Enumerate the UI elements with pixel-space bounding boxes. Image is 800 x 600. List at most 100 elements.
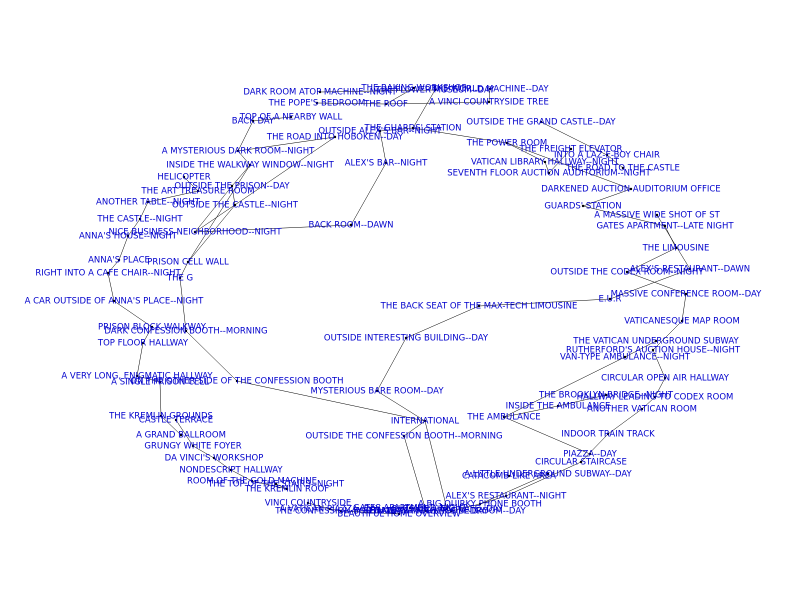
graph-edge [403,420,426,437]
node-label: THE ROAD INTO HOBOKEN--DAY [266,133,404,143]
node-label: NONDESCRIPT HALLWAY [179,466,283,476]
graph-edge [159,381,162,417]
graph-node [117,258,121,262]
graph-edge [385,87,415,105]
graph-node [487,100,491,104]
graph-node [193,230,197,234]
node-label: CATACOMB-LIKE AREA [462,472,556,482]
node-label: THE ROAD TO THE CASTLE [565,164,680,174]
graph-edge [624,340,657,358]
graph-node [285,487,289,491]
node-label: ANOTHER TABLE--NIGHT [96,198,201,208]
graph-edge [139,201,149,220]
edge-layer [107,87,691,515]
graph-edge [147,190,199,203]
graph-edge [506,142,632,190]
graph-node [445,507,449,511]
graph-edge [580,433,609,463]
graph-node [478,502,482,506]
graph-node [235,379,239,383]
graph-edge [479,495,507,505]
node-label: MYSTERIOUS BARE ROOM--DAY [310,387,444,397]
graph-node [397,512,401,516]
graph-node [274,482,278,486]
node-label: GATES APARTMENT--NIGHT [353,504,468,514]
node-label: INTO A LAZ-E-BOY CHAIR [554,151,660,161]
node-label: ANNA'S PLACE [88,256,150,266]
graph-node [106,271,110,275]
graph-node [158,380,162,384]
node-label: THE TOP OF THE STAIRS--NIGHT [207,480,345,490]
graph-node [423,419,427,423]
node-label: THE AMBULANCE [466,413,540,423]
graph-node [384,161,388,165]
node-label: OUTSIDE A BIG CAFE--DAY [391,505,503,515]
graph-edge [236,380,426,422]
graph-edge [179,277,187,332]
graph-edge [185,330,238,382]
graph-edge [412,127,508,144]
graph-node [654,339,658,343]
node-label: THE CASTLE--NIGHT [96,215,183,225]
graph-node [236,149,240,153]
graph-node [404,336,408,340]
graph-node [623,355,627,359]
node-label: DARK CONFESSION BOOTH--MORNING [104,327,267,337]
graph-node [248,163,252,167]
graph-node [333,135,337,139]
graph-node [402,434,406,438]
node-label: VAN-TYPE AMBULANCE--NIGHT [560,353,691,363]
node-label: THE KREMLIN ROOF [244,485,329,495]
node-label: RUTHERFORD'S AUCTION HOUSE--NIGHT [566,346,741,356]
node-label: INSIDE THE WALKWAY WINDOW--NIGHT [166,161,334,171]
graph-edge [118,235,129,261]
graph-edge [479,473,549,505]
node-label: THE POWER ROOM [466,139,547,149]
node-label: RIGHT INTO A CAFE CHAIR--NIGHT [35,269,181,279]
graph-edge [379,127,414,132]
node-label: OUTSIDE THE CODEX ROOM--NIGHT [550,268,704,278]
graph-node [126,234,130,238]
graph-edge [607,408,643,435]
node-label: THE BROOKLYN BRIDGE--NIGHT [538,391,674,401]
graph-node [640,407,644,411]
graph-node [477,304,481,308]
graph-node [653,395,657,399]
node-label: THE ROOF [363,100,408,110]
graph-node [581,204,585,208]
node-label: THE KREMLIN GROUNDS [108,412,213,422]
graph-edge [187,204,236,263]
node-label: VINCI COUNTRYSIDE [265,499,352,509]
graph-node [230,184,234,188]
graph-edge [107,272,115,302]
graph-edge [385,101,490,105]
node-label: OUTSIDE INTERESTING BUILDING--DAY [324,334,489,344]
graph-edge [641,396,656,410]
node-label: ALEX'S RESTAURANT--NIGHT [446,492,568,502]
graph-edge [609,268,691,300]
node-label: SENATE WAITING ROOM--DAY [364,507,489,517]
node-label: THE FLOWER MUSEUM--DAY [375,86,496,96]
graph-edge [379,130,387,164]
graph-node [543,160,547,164]
graph-edge [582,205,666,227]
graph-edge [231,164,251,187]
graph-node [579,460,583,464]
graph-edge [544,161,550,174]
node-label: GUARDS' STATION [544,202,621,212]
graph-node [191,444,195,448]
graph-edge [626,271,687,295]
node-label: TOP FLOOR HALLWAY [97,339,189,349]
graph-node [684,292,688,296]
graph-edge [127,218,141,237]
graph-edge [179,261,189,279]
node-label: ANNA'S HOUSE--NIGHT [79,232,178,242]
node-label: THE BAKING WORKSHOP [360,84,466,94]
graph-edge [187,164,251,263]
node-label: THE VATICAN UNDERGROUND SUBWAY [572,337,739,347]
graph-edge [142,326,153,344]
graph-edge [107,259,120,274]
graph-edge [652,320,683,351]
